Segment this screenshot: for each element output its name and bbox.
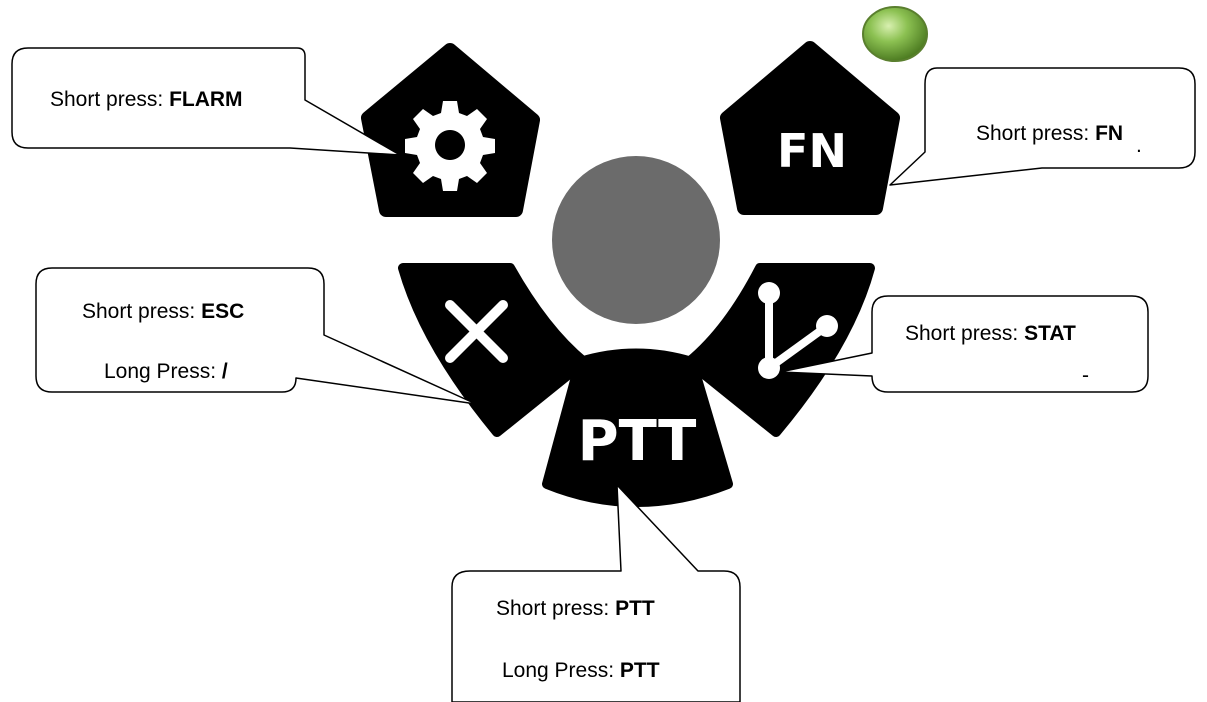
svg-text:Long Press: PTT: Long Press: PTT	[502, 659, 660, 682]
callout-ptt-long-key: PTT	[620, 659, 660, 682]
svg-text:Short press: FN: Short press: FN	[976, 122, 1123, 145]
callout-stat-extra: -	[1082, 364, 1089, 387]
ptt-button[interactable]: PTT	[542, 348, 733, 507]
callout-ptt-short-key: PTT	[615, 597, 655, 620]
callout-fn-prefix: Short press:	[976, 122, 1095, 145]
callout-esc-long-prefix: Long Press:	[104, 360, 222, 383]
fn-button-label: FN	[777, 124, 847, 178]
callout-esc-short-prefix: Short press:	[82, 300, 201, 323]
fn-button[interactable]: FN	[720, 41, 900, 215]
stat-button[interactable]	[684, 263, 875, 437]
center-knob[interactable]	[552, 156, 720, 324]
callout-esc-short-key: ESC	[201, 300, 244, 323]
ptt-button-label: PTT	[578, 409, 697, 474]
callout-fn-key: FN	[1095, 122, 1123, 145]
callout-ptt-short-prefix: Short press:	[496, 597, 615, 620]
callout-fn-extra: .	[1136, 134, 1142, 157]
callout-flarm-key: FLARM	[169, 88, 242, 111]
callout-stat-key: STAT	[1024, 322, 1076, 345]
svg-text:Short press: FLARM: Short press: FLARM	[50, 88, 243, 111]
callout-stat: Short press: STAT -	[779, 295, 1149, 393]
settings-button[interactable]	[361, 43, 540, 217]
callout-flarm-prefix: Short press:	[50, 88, 169, 111]
svg-text:Short press: ESC: Short press: ESC	[82, 300, 244, 323]
close-icon	[445, 300, 508, 363]
callout-ptt-long-prefix: Long Press:	[502, 659, 620, 682]
branch-icon	[758, 282, 838, 379]
callout-ptt: Short press: PTT Long Press: PTT	[451, 484, 741, 702]
status-led	[862, 6, 928, 62]
callout-esc: Short press: ESC Long Press: /	[35, 267, 477, 405]
gear-icon	[405, 101, 495, 191]
esc-button[interactable]	[398, 263, 589, 437]
callout-esc-long-key: /	[222, 360, 228, 383]
svg-text:Short press: STAT: Short press: STAT	[905, 322, 1076, 345]
svg-text:Short press: PTT: Short press: PTT	[496, 597, 655, 620]
svg-text:Long Press: /: Long Press: /	[104, 360, 228, 383]
callout-stat-prefix: Short press:	[905, 322, 1024, 345]
callout-flarm: Short press: FLARM	[11, 47, 401, 156]
callout-fn: Short press: FN .	[889, 67, 1196, 186]
